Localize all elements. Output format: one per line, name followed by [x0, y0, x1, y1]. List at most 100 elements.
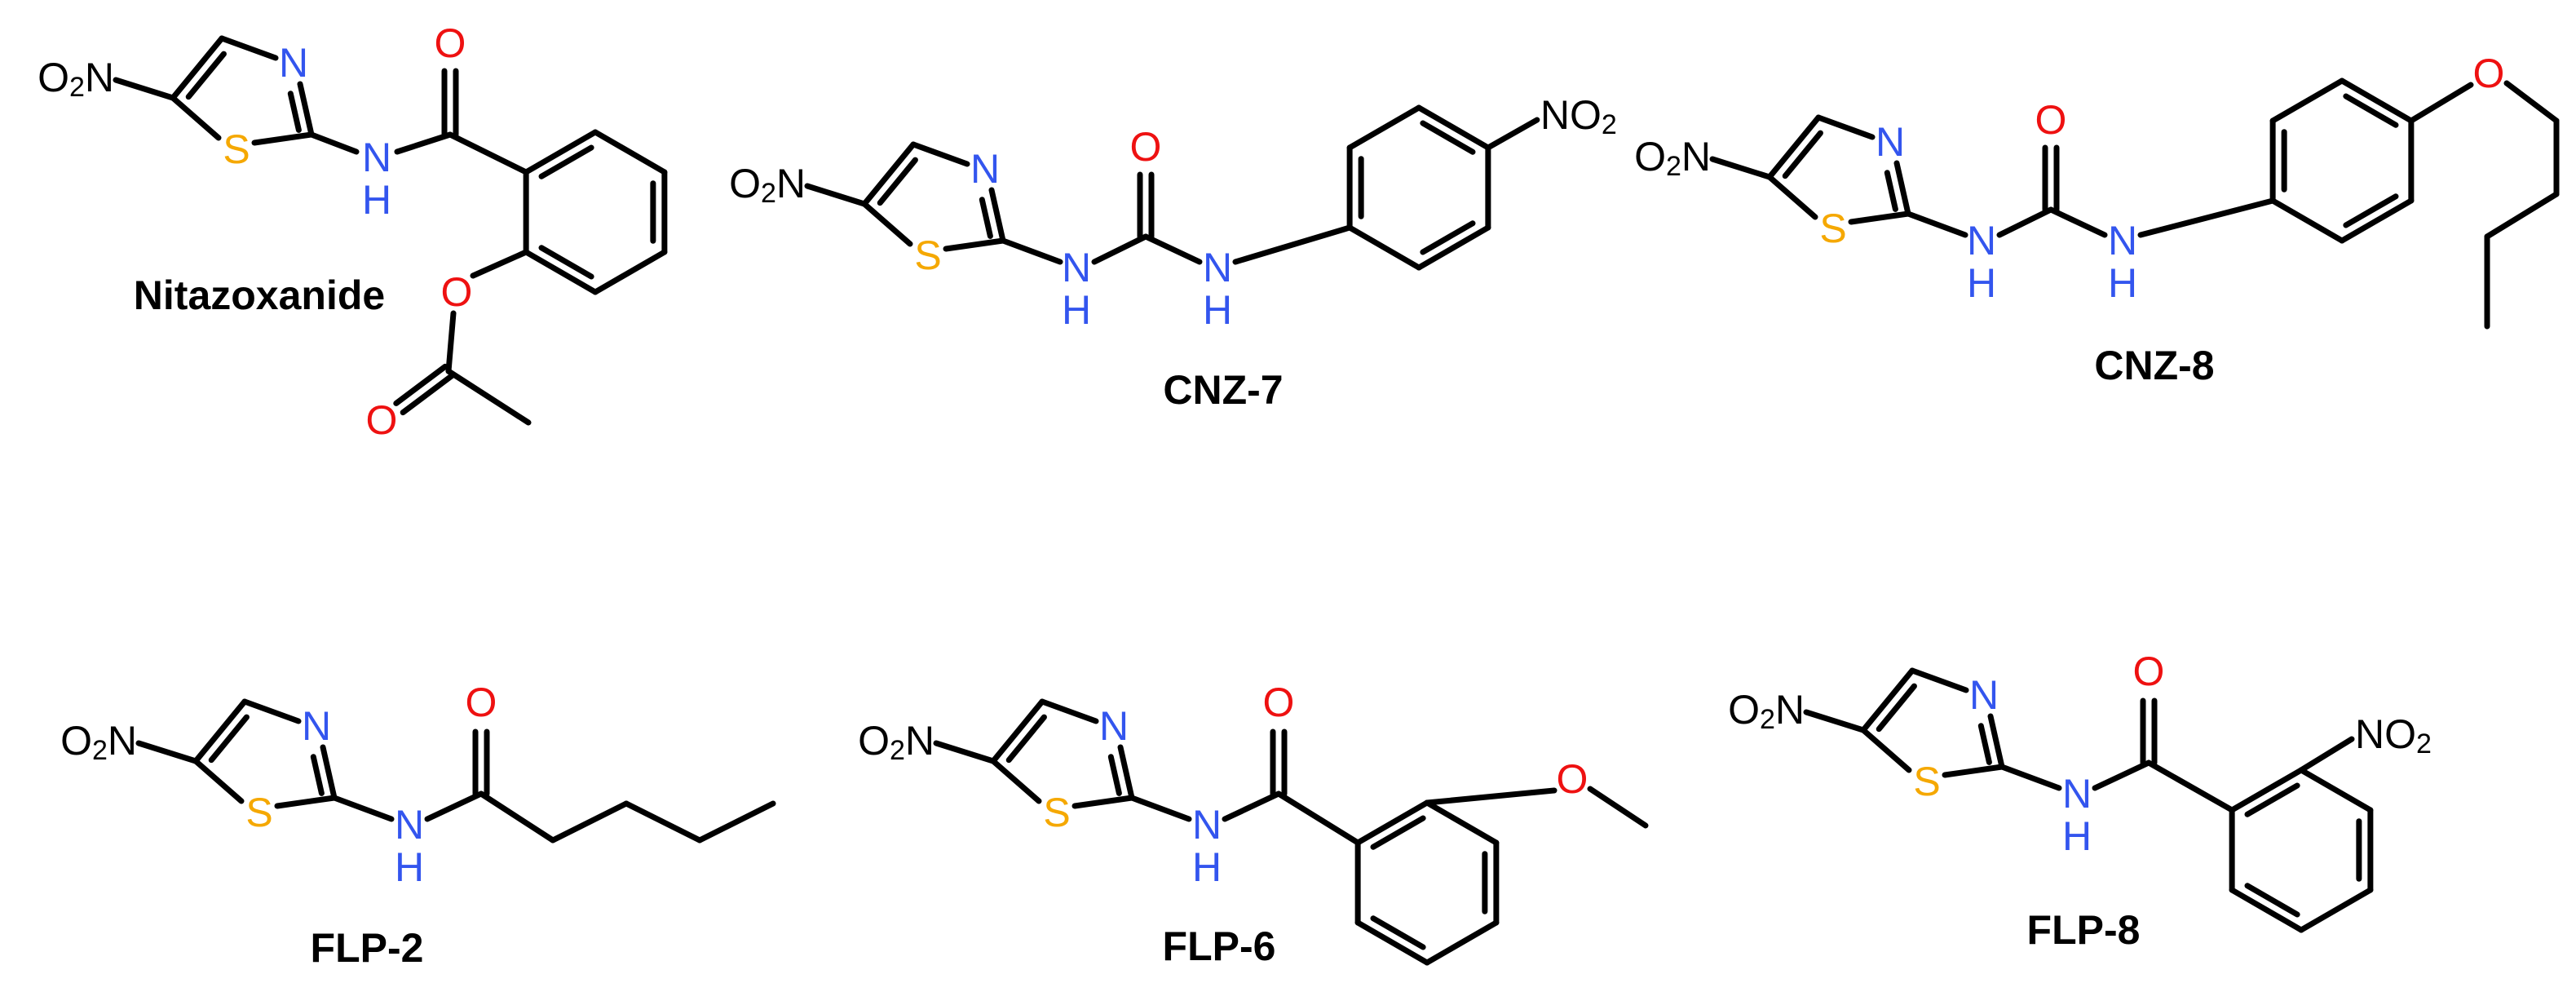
bond-carbonyl-nh2 [1142, 233, 1203, 265]
ring-bond-n3-c4 [241, 698, 302, 724]
nitro-bond [113, 77, 176, 101]
ring-bond-c5-s1 [990, 758, 1042, 804]
benzene-bond-inner [1370, 815, 1426, 850]
ring-bond-c2-n3-inner [979, 197, 993, 239]
carbonyl-o-label: O [435, 20, 466, 66]
bond-carbonyl-ring [1275, 790, 1361, 846]
bond-c2-nh [308, 131, 360, 155]
ring-bond-s1-c2 [251, 131, 315, 146]
benzene-bond [2229, 767, 2304, 813]
bond-carbonyl-ring [2145, 759, 2235, 813]
ring-bond-c5-s1 [192, 758, 245, 804]
compound-name: Nitazoxanide [134, 272, 385, 318]
ring-bond-c5-s1 [1766, 174, 1818, 220]
nitro-bond [1803, 709, 1867, 733]
ring-bond-c4-c5-inner [877, 157, 918, 206]
nitro-bond [933, 740, 996, 764]
bond-nh-carbonyl [424, 790, 484, 822]
ring-bond-c2-n3 [1117, 744, 1135, 801]
benzene-bond [2298, 887, 2374, 933]
benzene-bond [2339, 197, 2415, 244]
ring-bond-c2-n3 [297, 81, 315, 138]
pentyl-chain-bond [478, 790, 556, 844]
pentyl-chain-bond [623, 800, 703, 844]
ring-n-label: N [1969, 672, 1999, 718]
ring-s-label: S [245, 790, 272, 835]
bond-nh-carbonyl [1222, 790, 1282, 822]
bond-nh1-carbonyl [1091, 233, 1149, 265]
ring-bond-s1-c2 [1071, 795, 1135, 809]
ring-bond-n3-c4 [1815, 114, 1876, 140]
ring-bond-c2-n3-inner [287, 91, 302, 133]
bond-nh2-ring [1232, 224, 1353, 265]
benzene-bond [592, 249, 668, 295]
ring-bond-c2-n3-inner [1977, 723, 1992, 765]
nitro-group-label: O2N [1634, 134, 1711, 182]
ring-bond-s1-c2 [1942, 764, 2005, 778]
benzene-bond [523, 249, 599, 295]
benzene-bond-inner [1370, 915, 1426, 950]
carbonyl-o-label: O [2035, 97, 2067, 143]
compound-name: CNZ-7 [1163, 367, 1283, 413]
ring-bond-s1-c2 [1848, 210, 1911, 225]
nitro-group-label: O2N [38, 55, 114, 103]
bond-ring-ether-o [1424, 787, 1558, 806]
nitro-bond [135, 740, 199, 764]
bond-ring-ester-o [470, 249, 529, 279]
bond-c2-nh [1000, 237, 1063, 265]
bond-ring-nitro [2298, 736, 2355, 773]
benzene-bond-inner [1420, 220, 1476, 255]
acetyl-double-bond [393, 363, 448, 406]
bond-nh-carbonyl [394, 131, 453, 155]
ring-s-label: S [1043, 790, 1070, 835]
benzene-bond-inner [538, 144, 594, 179]
pentyl-chain-bond [550, 800, 630, 844]
bond-ring-ether-o [2408, 82, 2474, 124]
benzene-bond [1424, 919, 1500, 966]
ring-bond-s1-c2 [943, 237, 1006, 252]
benzene-bond [2339, 77, 2415, 124]
bond-c2-nh [1999, 764, 2062, 791]
bond-ester-o-c [445, 310, 457, 374]
benzene-bond [1416, 224, 1491, 271]
methoxy-methyl-bond [1587, 786, 1649, 829]
ring-n-label: N [1099, 703, 1129, 749]
compound-name: FLP-6 [1163, 923, 1276, 969]
benzene-bond-inner [1420, 120, 1476, 155]
ring-bond-c4-c5 [1766, 114, 1822, 180]
nitro-bond [1709, 156, 1773, 180]
nitro-group-label: O2N [858, 718, 935, 766]
benzene-bond [523, 129, 599, 175]
benzene-bond [1346, 224, 1422, 271]
ring-bond-n3-c4 [219, 35, 279, 61]
bond-c2-nh [1905, 210, 1968, 238]
compound-name: FLP-8 [2027, 907, 2141, 953]
benzene-bond [1416, 104, 1491, 151]
ring-bond-c4-c5 [990, 698, 1045, 764]
butyl-chain-bond [2484, 191, 2560, 240]
benzene-bond [2269, 77, 2345, 124]
benzene-bond-inner [2244, 883, 2300, 918]
ring-bond-c5-s1 [861, 201, 913, 247]
bond-ring-nitro [1485, 117, 1540, 151]
bond-nh1-carbonyl [1996, 206, 2054, 238]
bond-c2-nh [331, 795, 395, 822]
ring-bond-c4-c5-inner [208, 714, 250, 764]
ring-n-label: N [970, 146, 1000, 192]
bond-nh2-ring [2137, 197, 2276, 238]
benzene-bond [2298, 767, 2374, 813]
benzene-bond [1354, 799, 1430, 846]
acetyl-double-bond-second [400, 373, 455, 416]
ether-o-label: O [1557, 756, 1588, 802]
ester-o-label: O [441, 269, 473, 315]
benzene-bond-inner [2244, 782, 2300, 817]
ring-bond-c2-n3 [1893, 160, 1911, 217]
